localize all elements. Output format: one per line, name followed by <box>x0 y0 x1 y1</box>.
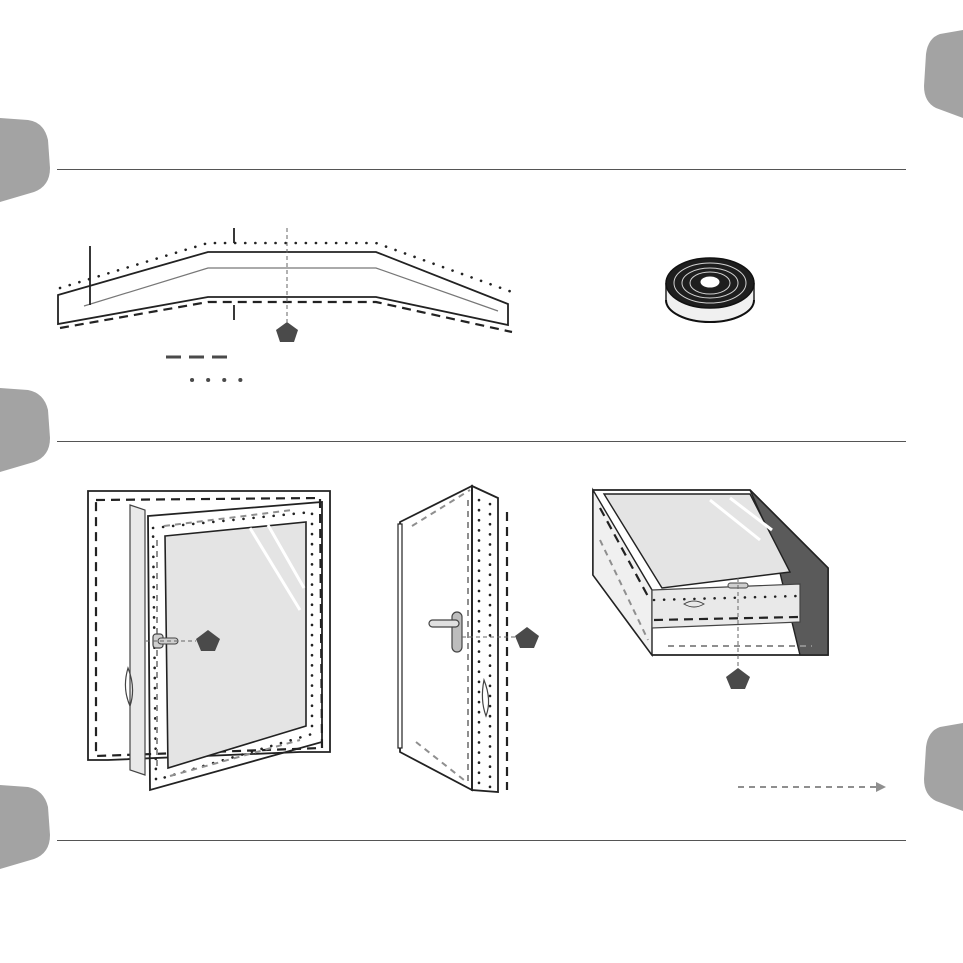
door-installation-figure <box>398 486 539 792</box>
door-hinge-strip <box>398 524 402 748</box>
tilt-window-installation-figure <box>593 490 828 689</box>
door-lock-recess <box>482 680 488 716</box>
seal-strip-inner-line <box>84 268 498 311</box>
door-arrow-top <box>412 490 470 526</box>
side-tab-icon-right-2 <box>924 723 963 811</box>
tape-roll-icon <box>666 258 754 322</box>
side-tab-icon-left-2 <box>0 388 50 472</box>
pentagon-marker-icon <box>726 668 750 689</box>
dashed-arrow-icon <box>876 782 886 792</box>
pentagon-marker-icon <box>515 627 539 648</box>
window-installation-figure <box>88 491 330 790</box>
window-frame-inner-panel <box>130 505 145 775</box>
window-glass <box>165 522 306 768</box>
side-tab-icon-left-3 <box>0 785 50 869</box>
direction-arrow-key <box>738 782 886 792</box>
line-type-legend <box>166 357 242 380</box>
door-edge <box>472 486 498 792</box>
pentagon-marker-icon <box>276 322 298 342</box>
door-arrow-bottom <box>416 742 464 780</box>
tilt-window-sill <box>652 584 800 628</box>
door-handle <box>429 620 459 627</box>
door-handle-plate <box>452 612 462 652</box>
side-tab-icon-left-1 <box>0 118 50 202</box>
seal-strip-diagram <box>58 228 512 342</box>
side-tab-icon-right-1 <box>924 30 963 118</box>
seal-strip-outline <box>58 252 508 325</box>
